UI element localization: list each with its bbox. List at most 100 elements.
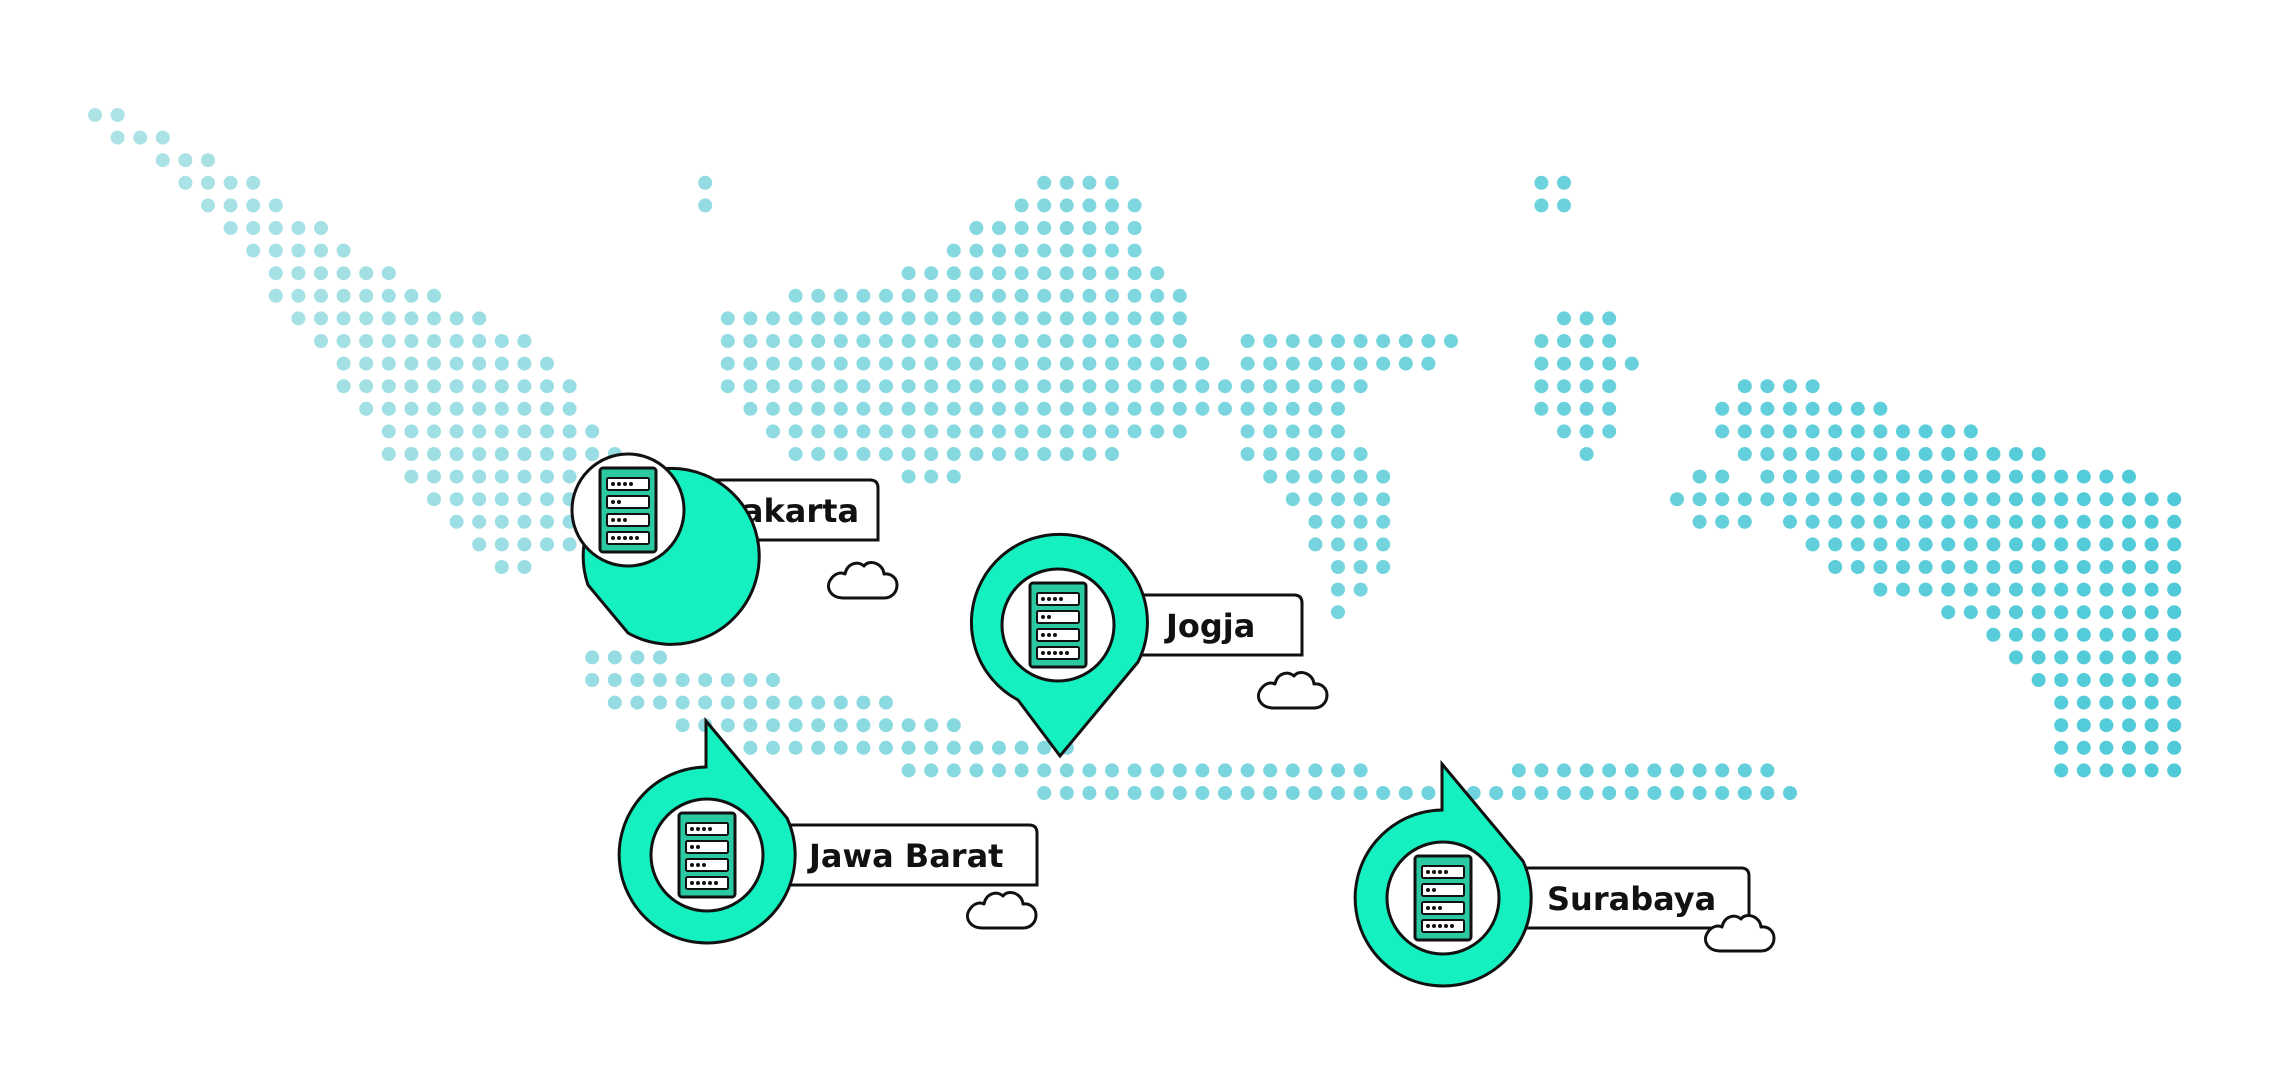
map-dot <box>1172 424 1187 439</box>
map-dot <box>1986 627 2001 642</box>
map-dot <box>630 673 645 687</box>
map-dot <box>2144 537 2159 552</box>
map-dot <box>517 492 532 507</box>
map-dot <box>2099 763 2114 778</box>
map-dot <box>2167 627 2182 642</box>
map-dot <box>1240 447 1255 461</box>
map-dot <box>833 401 848 416</box>
location-label: Surabaya <box>1547 880 1716 918</box>
map-dot <box>766 334 780 348</box>
map-dot <box>1195 763 1210 778</box>
map-dot <box>1105 175 1119 190</box>
map-dot <box>2054 695 2069 710</box>
map-dot <box>1353 492 1368 507</box>
map-dot <box>1263 763 1278 778</box>
map-dot <box>1896 582 1910 597</box>
map-dot <box>2054 763 2069 778</box>
location-pin-surabaya[interactable]: Surabaya <box>1353 759 1776 988</box>
map-dot <box>1624 356 1639 371</box>
map-dot <box>2099 469 2114 484</box>
map-dot <box>449 514 464 529</box>
map-dot <box>381 356 396 371</box>
map-dot <box>1037 311 1052 326</box>
map-dot <box>1828 424 1843 439</box>
map-dot <box>494 469 509 484</box>
map-dot <box>1059 221 1074 235</box>
map-dot <box>2009 514 2023 529</box>
map-dot <box>1127 266 1142 281</box>
map-dot <box>788 718 803 733</box>
map-dot <box>1082 786 1097 800</box>
map-dot <box>856 334 871 348</box>
map-dot <box>1059 243 1074 258</box>
map-dot <box>2122 627 2136 642</box>
map-dot <box>314 334 328 348</box>
map-dot <box>1805 514 1820 529</box>
location-pin-jogja[interactable]: Jogja <box>969 532 1329 759</box>
map-dot <box>1014 740 1029 755</box>
map-dot <box>630 695 645 710</box>
map-dot <box>314 243 328 258</box>
map-dot <box>381 379 396 394</box>
map-dot <box>743 334 758 348</box>
map-dot <box>946 334 961 348</box>
map-dot <box>1105 356 1119 371</box>
map-dot <box>585 673 600 687</box>
map-dot <box>1127 198 1142 213</box>
map-dot <box>1240 763 1255 778</box>
map-dot <box>811 311 826 326</box>
map-dot <box>1873 560 1888 574</box>
map-dot <box>2167 673 2182 687</box>
map-dot <box>1963 537 1978 552</box>
map-dot <box>743 695 758 710</box>
map-dot <box>946 763 961 778</box>
map-dot <box>1105 424 1119 439</box>
map-dot <box>1308 537 1323 552</box>
map-dot <box>1037 288 1052 303</box>
map-dot <box>833 288 848 303</box>
map-dot <box>291 288 306 303</box>
map-dot <box>653 650 667 665</box>
location-pin-jawa-barat[interactable]: Jawa Barat <box>617 716 1039 945</box>
map-dot <box>2144 560 2159 574</box>
map-dot <box>2054 740 2069 755</box>
map-dot <box>1376 356 1391 371</box>
map-dot <box>1737 379 1752 394</box>
map-dot <box>946 311 961 326</box>
map-dot <box>540 537 554 552</box>
map-dot <box>1240 424 1255 439</box>
map-dot <box>766 673 780 687</box>
map-dot <box>336 288 351 303</box>
map-dot <box>1331 786 1345 800</box>
map-dot <box>856 695 871 710</box>
map-dot <box>833 334 848 348</box>
map-dot <box>1828 537 1843 552</box>
map-dot <box>2122 582 2136 597</box>
map-dot <box>1240 401 1255 416</box>
label-box <box>1096 593 1304 657</box>
map-dot <box>1127 243 1142 258</box>
map-dot <box>336 266 351 281</box>
map-dot <box>1918 424 1933 439</box>
map-dot <box>1557 763 1571 778</box>
map-dot <box>2031 469 2046 484</box>
map-dot <box>901 401 916 416</box>
map-dot <box>1896 514 1910 529</box>
map-dot <box>1737 492 1752 507</box>
map-dot <box>1308 424 1323 439</box>
map-dot <box>1172 401 1187 416</box>
map-dot <box>1353 514 1368 529</box>
map-dot <box>675 673 690 687</box>
map-dot <box>2122 673 2136 687</box>
map-dot <box>1737 401 1752 416</box>
map-dot <box>1602 424 1617 439</box>
map-dot <box>2144 740 2159 755</box>
map-dot <box>1195 786 1210 800</box>
map-dot <box>1105 763 1119 778</box>
map-dot <box>2122 492 2136 507</box>
map-dot <box>2076 718 2091 733</box>
map-dot <box>2031 492 2046 507</box>
map-dot <box>1285 424 1300 439</box>
location-pin-jakarta[interactable]: Jakarta <box>570 452 899 646</box>
map-dot <box>1760 447 1775 461</box>
